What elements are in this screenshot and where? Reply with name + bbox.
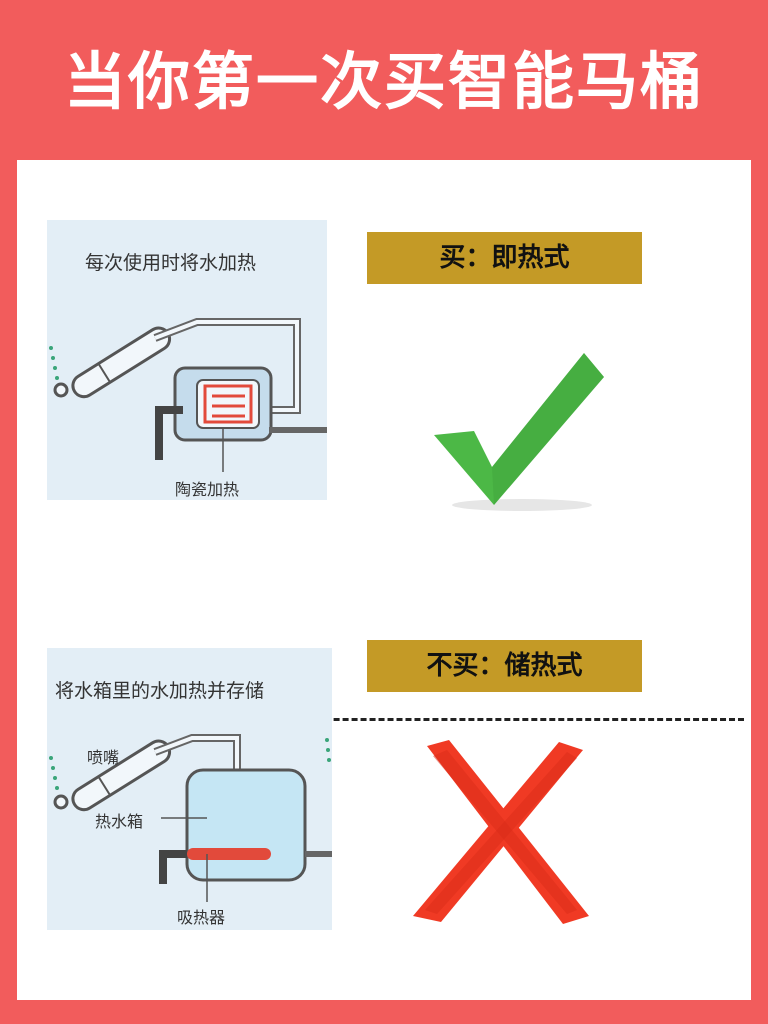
panel-caption: 每次使用时将水加热 [85,252,257,274]
page-title: 当你第一次买智能马桶 [63,45,704,118]
panel-caption: 将水箱里的水加热并存储 [55,680,265,702]
instant-heater-diagram [49,318,327,472]
nozzle-label: 喷嘴 [87,748,120,767]
buy-verdict-badge: 买：即热式 [367,232,642,284]
do-not-buy-verdict-badge: 不买：储热式 [367,640,642,692]
heat-absorber-label: 吸热器 [177,908,226,927]
check-mark-icon [434,353,604,511]
section-divider [64,718,744,721]
cross-mark-icon [413,740,589,924]
storage-heating-illustration: 将水箱里的水加热并存储 喷嘴 热水箱 吸热器 [47,648,332,930]
instant-heating-illustration: 每次使用时将水加热 陶瓷加热 [47,220,327,500]
content-card: 每次使用时将水加热 陶瓷加热 买：即热式 [17,160,751,1000]
hot-water-tank-label: 热水箱 [95,812,144,831]
ceramic-heating-label: 陶瓷加热 [175,480,240,499]
storage-heater-diagram [49,734,332,902]
